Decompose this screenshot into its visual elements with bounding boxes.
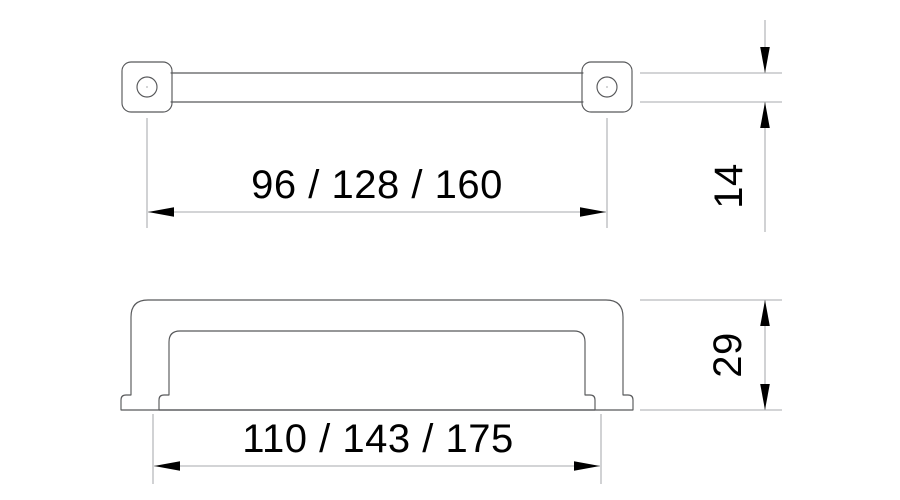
arrow-up-bar-thickness — [760, 102, 770, 128]
handle-outer-profile — [120, 299, 634, 411]
arrow-left-overall-length — [154, 461, 180, 471]
arrow-left-center-distance — [148, 207, 174, 217]
handle-inner-profile — [158, 330, 596, 411]
top-view-group: 96 / 128 / 160 14 — [121, 20, 782, 232]
side-view-group: 29 110 / 143 / 175 — [120, 299, 782, 484]
left-screw-hole-center-dot — [146, 86, 148, 88]
left-screw-hole-icon — [136, 76, 158, 98]
arrow-right-center-distance — [580, 207, 606, 217]
dim-label-center-distance: 96 / 128 / 160 — [251, 163, 503, 207]
dim-label-overall-length: 110 / 143 / 175 — [242, 417, 513, 461]
dim-label-bar-thickness: 14 — [707, 163, 751, 209]
right-screw-hole-center-dot — [606, 86, 608, 88]
arrow-down-bar-thickness — [760, 47, 770, 73]
right-mounting-pad — [581, 61, 633, 113]
arrow-down-projection-height — [760, 384, 770, 410]
arrow-right-overall-length — [574, 461, 600, 471]
arrow-up-projection-height — [760, 300, 770, 326]
right-screw-hole-icon — [596, 76, 618, 98]
dim-label-projection-height: 29 — [706, 332, 750, 378]
left-mounting-pad — [121, 61, 173, 113]
